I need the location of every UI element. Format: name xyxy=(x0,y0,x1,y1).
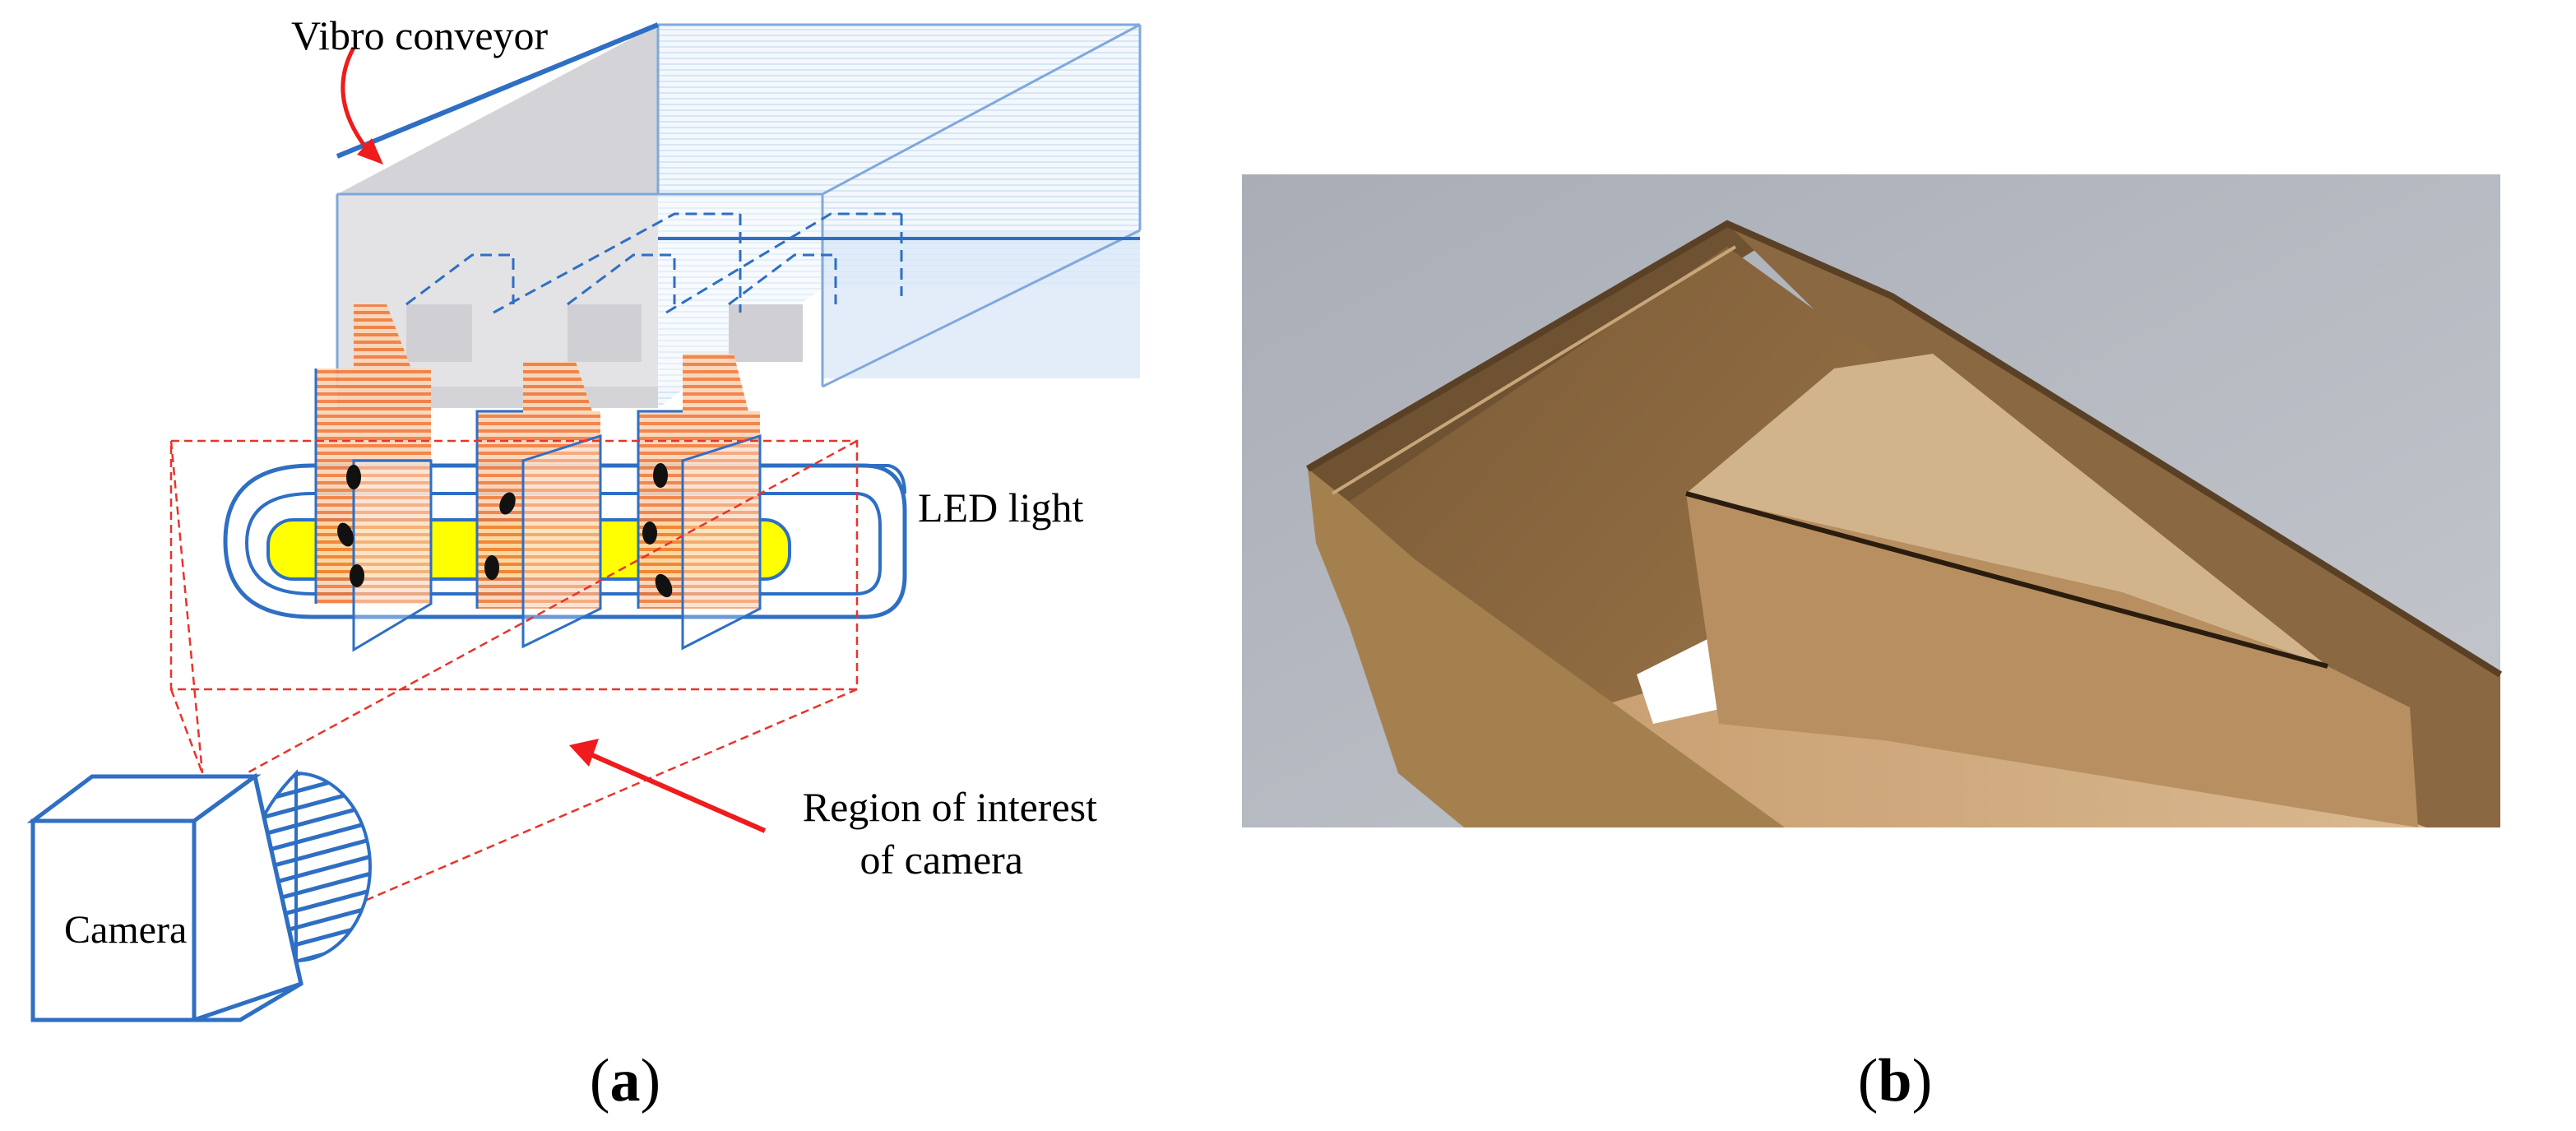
label-vibro-conveyor: Vibro conveyor xyxy=(291,12,549,58)
caption-b: (b) xyxy=(1858,1047,1932,1115)
seed-curtains xyxy=(314,304,762,652)
roi-arrow xyxy=(569,739,767,833)
kernel xyxy=(346,465,361,489)
region-of-interest xyxy=(169,439,859,906)
kernel xyxy=(350,564,364,587)
label-roi-line1: Region of interest xyxy=(803,784,1097,830)
kernel xyxy=(655,573,673,598)
caption-b-close: ) xyxy=(1912,1047,1933,1115)
kernel xyxy=(642,521,657,545)
caption-b-open: ( xyxy=(1858,1047,1879,1115)
chute-dividers xyxy=(405,212,903,362)
caption-a-open: ( xyxy=(590,1047,610,1115)
photo-panel xyxy=(1242,174,2503,827)
kernel xyxy=(337,522,354,547)
vibro-arrow xyxy=(341,46,383,165)
cardboard-wedge-top xyxy=(1686,354,2328,666)
camera xyxy=(26,769,372,1022)
kernel xyxy=(484,555,499,580)
cardboard-back-wall xyxy=(1308,224,1760,502)
cardboard-hole xyxy=(1637,633,1727,724)
kernel xyxy=(653,463,668,488)
caption-b-letter: b xyxy=(1878,1047,1911,1115)
cardboard-wedge-face xyxy=(1686,494,2418,827)
caption-a: (a) xyxy=(590,1047,660,1115)
caption-a-letter: a xyxy=(610,1047,641,1115)
schematic-panel: Vibro conveyor LED light Region of inter… xyxy=(26,12,1142,1022)
kernel xyxy=(499,492,516,515)
seed-kernels xyxy=(337,463,673,598)
caption-a-close: ) xyxy=(641,1047,661,1115)
cardboard-left-wall xyxy=(1308,469,1785,827)
label-led-light: LED light xyxy=(918,484,1083,531)
label-camera: Camera xyxy=(64,908,187,952)
label-roi-line2: of camera xyxy=(860,837,1023,883)
